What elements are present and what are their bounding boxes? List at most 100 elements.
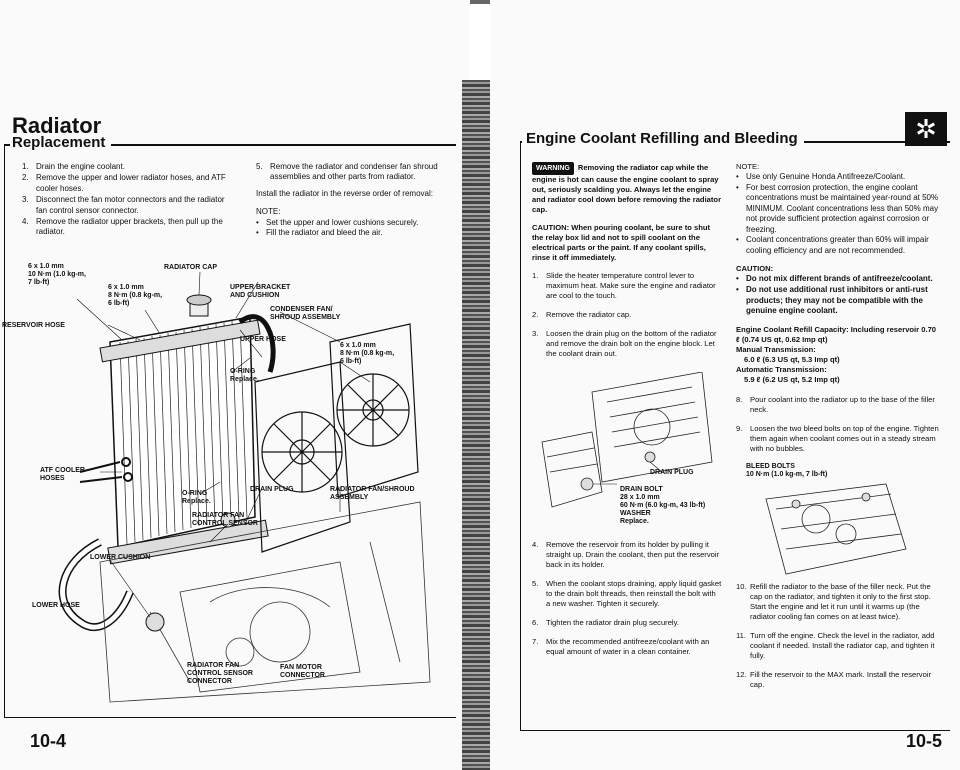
step-number: 2. [532, 310, 539, 320]
radiator-cap-shape [186, 294, 212, 317]
reservoir-hose-label: RESERVOIR HOSE [2, 322, 65, 329]
step-text: Remove the radiator and condenser fan sh… [270, 162, 438, 182]
radiator-diagram-svg [58, 271, 431, 703]
step-text: Loosen the two bleed bolts on top of the… [750, 423, 939, 453]
bleed-bolts-label: BLEED BOLTS 10 N·m (1.0 kg-m, 7 lb-ft) [746, 462, 828, 478]
step-item: 3.Disconnect the fan motor connectors an… [22, 195, 237, 216]
fan-shroud-label: RADIATOR FAN/SHROUD ASSEMBLY [330, 486, 415, 502]
step-text: Tighten the radiator drain plug securely… [546, 617, 679, 627]
step-number: 4. [532, 539, 539, 549]
drain-bolt-label: DRAIN BOLT 28 x 1.0 mm 60 N·m (6.0 kg-m,… [620, 485, 706, 525]
step-item: 8.Pour coolant into the radiator up to t… [736, 395, 941, 415]
note-item: Coolant concentrations greater than 60% … [736, 235, 941, 256]
install-text: Install the radiator in the reverse orde… [256, 188, 433, 198]
radiator-cap-label: RADIATOR CAP [164, 264, 218, 271]
fan-shroud-shape [254, 323, 419, 553]
lower-cushion-label: LOWER CUSHION [90, 554, 151, 561]
step-item: 5.Remove the radiator and condenser fan … [256, 162, 456, 183]
step-text: Refill the radiator to the base of the f… [750, 581, 931, 621]
step-text: Remove the reservoir from its holder by … [546, 539, 720, 569]
section-frame [4, 144, 456, 718]
caution-item: Do not use additional rust inhibitors or… [736, 285, 941, 317]
drain-diagram [541, 371, 713, 508]
step-number: 4. [22, 216, 29, 226]
atf-cooler-hoses-label: ATF COOLER HOSES [40, 467, 85, 483]
title-rule [4, 144, 456, 146]
step-item: 11. Turn off the engine. Check the level … [736, 631, 941, 661]
manual-label: Manual Transmission: [736, 344, 816, 354]
note-label: NOTE: [256, 207, 281, 217]
step-item: 1. Drain the engine coolant. [22, 162, 237, 172]
cooling-system-icon: ✲ [905, 112, 947, 146]
step-number: 7. [532, 636, 539, 646]
drain-plug-label: DRAIN PLUG [250, 486, 294, 493]
step-number: 5. [532, 578, 539, 588]
upper-bracket-label: UPPER BRACKET AND CUSHION [230, 284, 291, 300]
warning-badge: WARNING [532, 162, 574, 176]
radiator-exploded-diagram: 6 x 1.0 mm 10 N·m (1.0 kg-m, 7 lb-ft) RA… [2, 262, 440, 712]
step-item: 4. Remove the radiator upper brackets, th… [22, 217, 237, 238]
step-number: 1. [532, 271, 539, 281]
step-number: 9. [736, 423, 743, 433]
step-item: 4. Remove the reservoir from its holder b… [532, 540, 722, 570]
step-item: 10.Refill the radiator to the base of th… [736, 582, 941, 622]
step-text: Remove the radiator upper brackets, then… [36, 216, 223, 237]
condenser-fan-label: CONDENSER FAN/ SHROUD ASSEMBLY [270, 306, 341, 322]
o-ring-label-2: O-RING Replace. [182, 490, 211, 506]
caution-paragraph: CAUTION: When pouring coolant, be sure t… [532, 223, 711, 263]
lower-cushion-shape [145, 612, 165, 632]
step-text: Remove the upper and lower radiator hose… [36, 173, 226, 193]
fan-sensor-shape [220, 512, 236, 528]
page-number-right: 10-5 [905, 731, 942, 751]
section-frame-right [520, 141, 950, 731]
caution-label-right: CAUTION: [736, 264, 774, 274]
bolt-spec-label-1: 6 x 1.0 mm 10 N·m (1.0 kg-m, 7 lb-ft) [28, 263, 86, 287]
note-item: Use only Genuine Honda Antifreeze/Coolan… [736, 172, 941, 183]
step-text: Mix the recommended antifreeze/coolant w… [546, 636, 710, 656]
step-item: 2.Remove the radiator cap. [532, 310, 722, 320]
steps-column-2: 5.Remove the radiator and condenser fan … [256, 162, 456, 239]
fan-motor-connector-label: FAN MOTOR CONNECTOR [280, 664, 325, 680]
fan-control-sensor-label: RADIATOR FAN CONTROL SENSOR [192, 512, 258, 528]
step-number: 2. [22, 173, 29, 183]
auto-value: 5.9 ℓ (6.2 US qt, 5.2 Imp qt) [744, 374, 840, 384]
right-page: ✲ Engine Coolant Refilling and Bleeding … [490, 0, 960, 770]
step-text: Fill the reservoir to the MAX mark. Inst… [750, 669, 932, 689]
step-number: 3. [22, 195, 29, 205]
step-text: Drain the engine coolant. [36, 162, 125, 171]
note-label-right: NOTE: [736, 162, 760, 171]
upper-hose-label: UPPER HOSE [240, 336, 286, 343]
coolant-column-right: NOTE: Use only Genuine Honda Antifreeze/… [736, 162, 941, 699]
drain-plug-label-right: DRAIN PLUG [650, 469, 694, 477]
step-item: 3. Loosen the drain plug on the bottom of… [532, 329, 722, 359]
section-title: Radiator [12, 113, 102, 138]
step-number: 11. [736, 630, 746, 640]
o-ring-label-1: O-RING Replace. [230, 368, 259, 384]
step-text: When the coolant stops draining, apply l… [546, 578, 722, 608]
leader-lines [76, 271, 371, 618]
step-item: 5. When the coolant stops draining, apply… [532, 579, 722, 609]
bleed-bolt-diagram [765, 483, 907, 575]
upper-hose-shape [238, 314, 276, 373]
step-text: Turn off the engine. Check the level in … [750, 630, 935, 660]
step-text: Pour coolant into the radiator up to the… [750, 394, 935, 414]
manual-value: 6.0 ℓ (6.3 US qt, 5.3 Imp qt) [744, 354, 840, 364]
lower-hose-label: LOWER HOSE [32, 602, 80, 609]
step-number: 12. [736, 669, 747, 679]
bolt-spec-label-3: 6 x 1.0 mm 8 N·m (0.8 kg-m, 6 lb-ft) [340, 342, 395, 366]
caution-item: Do not mix different brands of antifreez… [736, 274, 941, 285]
step-text: Slide the heater temperature control lev… [546, 271, 716, 301]
note-item: For best corrosion protection, the engin… [736, 183, 941, 236]
capacity-heading: Engine Coolant Refill Capacity: Includin… [736, 324, 937, 344]
step-number: 6. [532, 617, 539, 627]
page-number-left: 10-4 [30, 731, 67, 751]
step-item: 2. Remove the upper and lower radiator ho… [22, 173, 237, 194]
step-number: 3. [532, 329, 539, 339]
scan-top-edge [0, 0, 960, 4]
step-item: 6. Tighten the radiator drain plug secure… [532, 618, 722, 628]
fan-sensor-connector-label: RADIATOR FAN CONTROL SENSOR CONNECTOR [187, 662, 253, 686]
step-text: Loosen the drain plug on the bottom of t… [546, 329, 717, 359]
step-number: 1. [22, 162, 29, 171]
